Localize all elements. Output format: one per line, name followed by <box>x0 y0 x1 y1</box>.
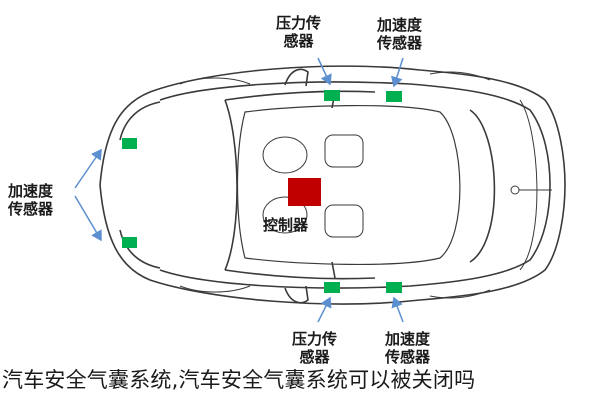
sensor-accel-front-bottom <box>122 237 137 248</box>
sensor-pressure-top <box>324 90 340 101</box>
caption-title: 汽车安全气囊系统,汽车安全气囊系统可以被关闭吗 <box>2 368 476 392</box>
label-pressure-sensor-top: 压力传 感器 <box>276 14 322 50</box>
label-accel-sensor-bottom: 加速度 传感器 <box>385 330 431 366</box>
pointer-arrows <box>74 57 404 323</box>
label-pressure-sensor-bottom: 压力传 感器 <box>292 330 338 366</box>
sensor-accel-top <box>386 91 402 102</box>
label-accel-sensor-top: 加速度 传感器 <box>377 16 423 52</box>
sensor-accel-front-top <box>122 138 137 149</box>
label-accel-sensor-left: 加速度 传感器 <box>8 182 54 218</box>
sensor-accel-bottom <box>386 282 402 293</box>
sensor-pressure-bottom <box>324 282 340 293</box>
label-controller: 控制器 <box>263 216 309 234</box>
controller-unit <box>288 178 321 206</box>
car-outline <box>99 65 566 305</box>
